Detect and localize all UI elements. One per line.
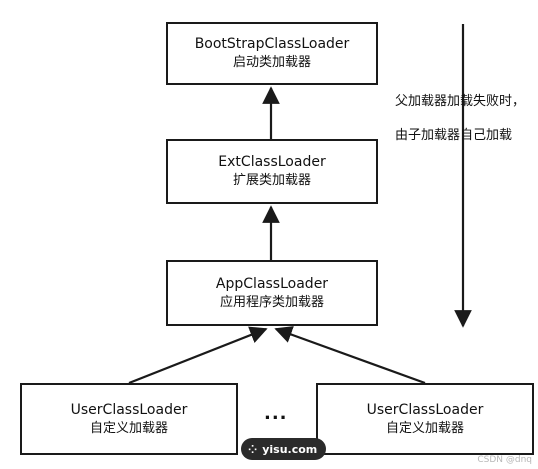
ext-classloader-box: ExtClassLoader 扩展类加载器 (166, 139, 378, 204)
user-classloader-right-cn: 自定义加载器 (385, 420, 464, 436)
user-classloader-box-left: UserClassLoader 自定义加载器 (20, 383, 238, 455)
user-classloader-right-name: UserClassLoader (366, 401, 484, 418)
bootstrap-classloader-cn: 启动类加载器 (232, 55, 311, 71)
more-loaders-ellipsis: ... (264, 403, 288, 424)
ext-classloader-name: ExtClassLoader (218, 154, 326, 171)
app-classloader-box: AppClassLoader 应用程序类加载器 (166, 260, 378, 326)
ext-classloader-cn: 扩展类加载器 (232, 173, 311, 189)
watermark-badge: ⁘ yisu.com (241, 438, 327, 460)
arrow-user1-to-app (128, 326, 268, 385)
delegation-note-line2: 由子加载器自己加载 (395, 128, 513, 143)
watermark-text: yisu.com (262, 442, 318, 456)
app-classloader-cn: 应用程序类加载器 (219, 294, 324, 310)
grid-dots-icon: ⁘ (248, 442, 258, 456)
credit-text: CSDN @dnq (477, 455, 532, 465)
delegation-note-line1: 父加载器加载失败时， (395, 94, 526, 109)
user-classloader-left-name: UserClassLoader (70, 401, 188, 418)
user-classloader-box-right: UserClassLoader 自定义加载器 (316, 383, 534, 455)
user-classloader-left-cn: 自定义加载器 (89, 420, 168, 436)
bootstrap-classloader-box: BootStrapClassLoader 启动类加载器 (166, 22, 378, 85)
arrow-user2-to-app (274, 326, 426, 385)
bootstrap-classloader-name: BootStrapClassLoader (194, 36, 350, 53)
app-classloader-name: AppClassLoader (215, 275, 329, 292)
